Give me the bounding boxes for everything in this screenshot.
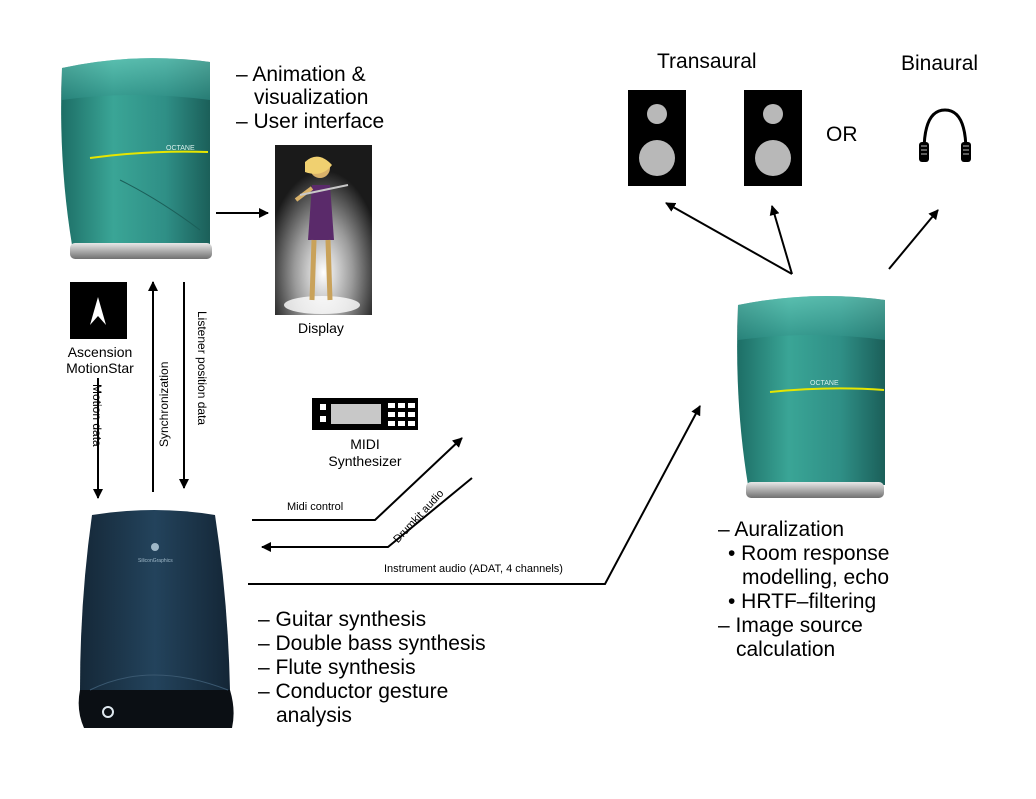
- bottom-bullet-5: analysis: [276, 704, 352, 727]
- octane-workstation-right: OCTANE: [737, 296, 885, 498]
- top-bullet-3: – User interface: [236, 110, 385, 133]
- motion-data-label: Motion data: [90, 384, 104, 447]
- headphones-icon: [919, 108, 971, 162]
- right-bullet-3: modelling, echo: [742, 566, 890, 589]
- right-bullet-4: • HRTF–filtering: [728, 590, 877, 613]
- right-bullet-2: • Room response: [728, 542, 890, 565]
- tracker-label-2: MotionStar: [66, 360, 134, 376]
- arrow-midi-control: [252, 437, 463, 521]
- or-label: OR: [826, 123, 858, 146]
- right-bullet-5: – Image source: [718, 614, 863, 637]
- synchronization-label: Synchronization: [157, 361, 171, 447]
- midi-synth-icon: [312, 398, 418, 430]
- instrument-audio-label: Instrument audio (ADAT, 4 channels): [384, 563, 563, 575]
- display-label: Display: [298, 320, 344, 336]
- bottom-bullet-3: – Flute synthesis: [258, 656, 416, 679]
- ascension-logo-icon: [70, 282, 127, 339]
- right-bullet-6: calculation: [736, 638, 836, 661]
- right-bullet-1: – Auralization: [718, 518, 845, 541]
- midi-label-2: Synthesizer: [328, 453, 402, 469]
- octane-brand-right: OCTANE: [810, 380, 839, 387]
- top-bullet-2: visualization: [254, 86, 369, 109]
- octane-workstation-top: OCTANE: [61, 58, 212, 259]
- display-screen: [275, 145, 372, 315]
- tracker-label-1: Ascension: [67, 344, 133, 360]
- transaural-label: Transaural: [657, 50, 757, 73]
- binaural-label: Binaural: [901, 52, 979, 75]
- flutist-figure-icon: [294, 156, 349, 301]
- arrow-to-speaker-right: [769, 205, 793, 275]
- speaker-icon: [744, 90, 802, 186]
- arrow-to-headphones: [888, 209, 939, 270]
- svg-text:SiliconGraphics: SiliconGraphics: [138, 558, 173, 564]
- octane-brand-top: OCTANE: [166, 145, 195, 152]
- bottom-bullet-4: – Conductor gesture: [258, 680, 449, 703]
- midi-label-1: MIDI: [350, 436, 380, 452]
- bottom-bullet-2: – Double bass synthesis: [258, 632, 486, 655]
- onyx-workstation: SiliconGraphics: [78, 510, 234, 728]
- speaker-icon: [628, 90, 686, 186]
- arrow-to-speaker-left: [665, 202, 793, 275]
- arrow-drumkit-audio: [261, 477, 473, 552]
- top-bullet-1: – Animation &: [236, 63, 366, 86]
- midi-control-label: Midi control: [287, 501, 344, 513]
- listener-position-label: Listener position data: [195, 311, 209, 426]
- bottom-bullet-1: – Guitar synthesis: [258, 608, 427, 631]
- connection-arrows: [93, 202, 939, 585]
- arrow-instrument-audio: [248, 405, 701, 585]
